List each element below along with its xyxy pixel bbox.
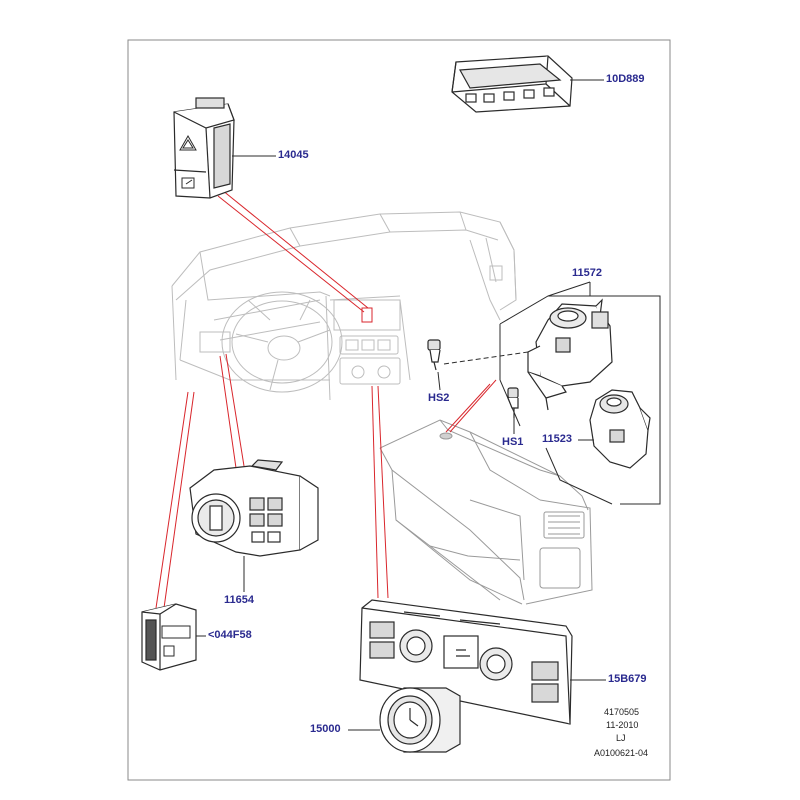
dashboard-ghost	[171, 211, 517, 401]
part-11523	[589, 389, 651, 469]
ref-number: 4170505	[604, 707, 640, 717]
part-15000	[379, 687, 461, 753]
ref-initials: LJ	[616, 733, 626, 743]
part-15B679	[359, 599, 573, 725]
part-11572	[527, 298, 613, 411]
label-11654: 11654	[224, 594, 254, 606]
label-11523: 11523	[542, 433, 572, 445]
part-044F58	[141, 603, 197, 671]
part-14045	[173, 97, 235, 199]
obd-port-icon	[161, 625, 191, 657]
label-14045: 14045	[278, 149, 309, 161]
hazard-triangle-icon	[179, 134, 197, 151]
part-10D889	[451, 55, 573, 113]
ref-drawing-id: A0100621-04	[594, 748, 649, 758]
part-11654	[189, 459, 319, 557]
label-HS1: HS1	[502, 436, 524, 448]
dashed-HS2	[443, 351, 529, 365]
label-HS2: HS2	[428, 392, 450, 404]
callout-lines	[155, 189, 497, 609]
part-HS2	[427, 339, 441, 371]
door-lock-icon	[181, 177, 195, 189]
label-11572: 11572	[572, 267, 602, 279]
label-10D889: 10D889	[606, 73, 645, 85]
label-15000: 15000	[310, 723, 341, 735]
label-044F58: <044F58	[208, 629, 252, 641]
console-ghost	[379, 419, 593, 605]
part-HS1	[507, 387, 519, 418]
ref-date: 11-2010	[606, 720, 639, 730]
lead-HS2	[437, 371, 441, 391]
label-15B679: 15B679	[608, 673, 647, 685]
